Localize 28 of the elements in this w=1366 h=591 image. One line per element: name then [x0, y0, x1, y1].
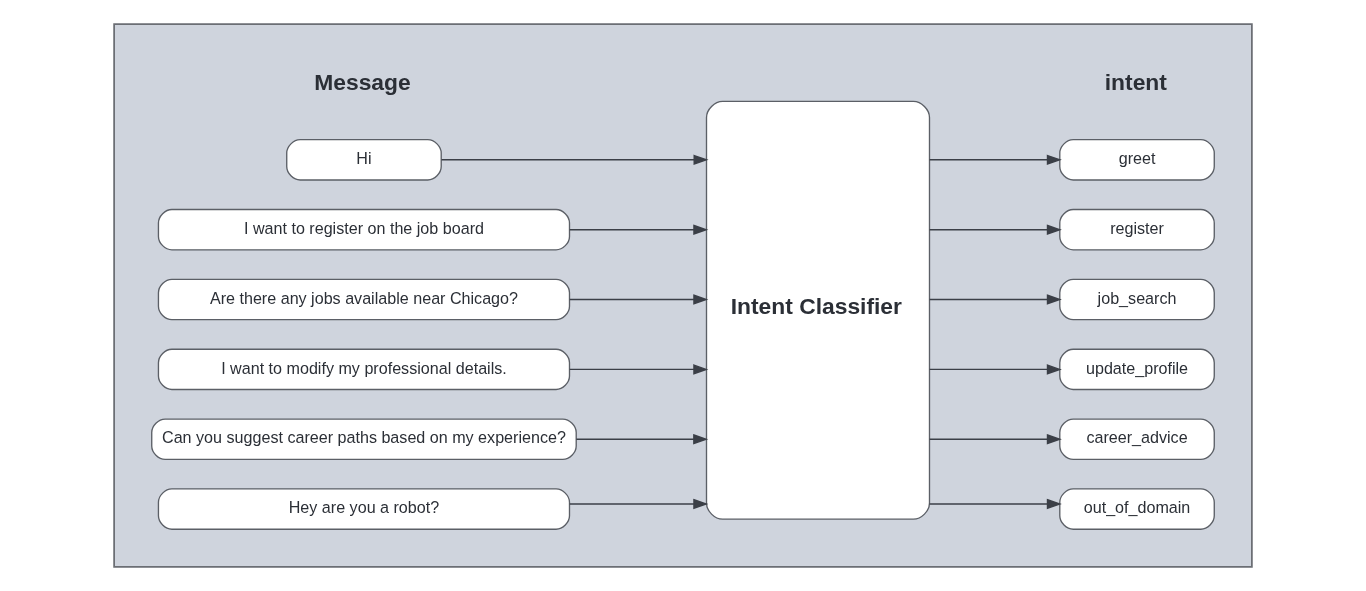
- node-box: Hi: [286, 139, 442, 181]
- node-box: register: [1059, 208, 1215, 251]
- arrow: [928, 294, 1062, 305]
- label: intent: [1104, 69, 1167, 96]
- arrow: [575, 433, 709, 445]
- node-box: greet: [1059, 139, 1215, 181]
- arrow: [569, 294, 709, 305]
- node-box: career_advice: [1059, 418, 1215, 461]
- node-box: job_search: [1059, 278, 1215, 321]
- label: Message: [314, 69, 411, 96]
- node-box: Hey are you a robot?: [157, 488, 571, 530]
- arrow: [569, 498, 709, 510]
- arrow: [440, 154, 709, 166]
- arrow: [569, 224, 709, 235]
- node-box: I want to modify my professional details.: [157, 348, 571, 391]
- node-box: Are there any jobs available near Chicago?: [157, 278, 571, 321]
- node-box: Can you suggest career paths based on my experience?: [151, 418, 577, 461]
- node-box: update_profile: [1059, 348, 1215, 391]
- arrow: [928, 498, 1062, 510]
- node-box: I want to register on the job board: [157, 208, 571, 251]
- arrow: [569, 364, 709, 375]
- arrow: [928, 224, 1062, 235]
- arrow: [928, 364, 1062, 375]
- node-box: out_of_domain: [1059, 488, 1215, 530]
- arrow: [928, 433, 1062, 445]
- arrow: [928, 154, 1062, 166]
- node-box: Intent Classifier: [705, 100, 931, 520]
- cluster: [113, 23, 1253, 568]
